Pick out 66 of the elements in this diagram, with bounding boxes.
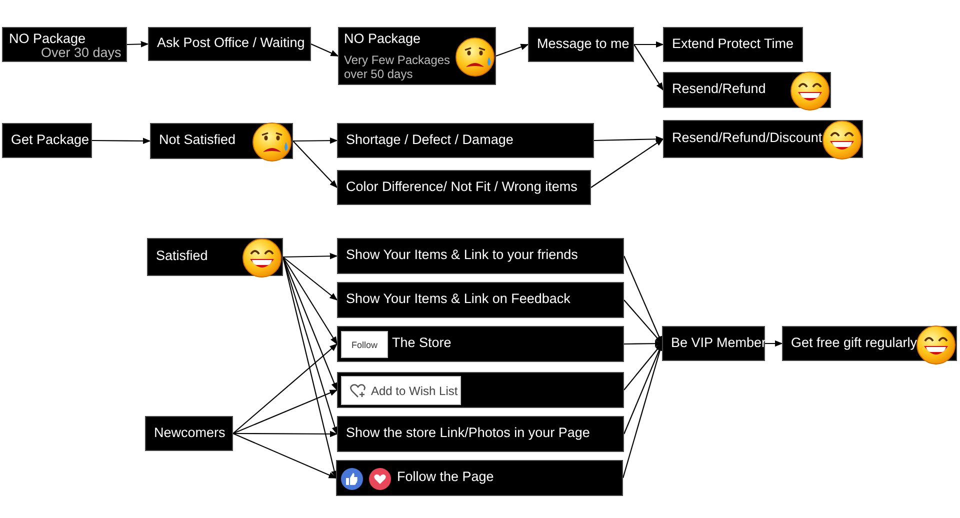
arrow xyxy=(92,138,151,144)
process-box xyxy=(2,27,127,62)
process-box xyxy=(663,72,831,108)
arrow xyxy=(282,256,338,345)
wish-list-button: Add to Wish List xyxy=(341,376,461,405)
arrow xyxy=(282,256,338,391)
arrow xyxy=(624,340,663,347)
box-text: Extend Protect Time xyxy=(672,36,794,52)
arrow xyxy=(283,252,338,260)
process-box xyxy=(337,416,624,452)
process-box xyxy=(145,416,233,451)
process-box xyxy=(336,460,623,496)
process-box xyxy=(337,282,624,318)
process-box xyxy=(662,326,765,361)
arrow xyxy=(594,136,664,142)
process-box xyxy=(147,238,283,276)
arrow xyxy=(293,137,338,144)
process-box xyxy=(337,326,624,362)
box-text: NO Package xyxy=(9,31,86,47)
arrow xyxy=(624,300,663,344)
box-subtext: Over 30 days xyxy=(41,45,122,61)
process-box xyxy=(663,27,803,62)
arrow xyxy=(634,41,664,48)
arrow xyxy=(126,40,149,48)
box-text: Message to me xyxy=(537,36,630,52)
process-box xyxy=(337,123,594,158)
process-box xyxy=(337,372,624,408)
arrow xyxy=(282,256,338,300)
arrow xyxy=(624,342,662,390)
box-text: Resend/Refund xyxy=(672,81,766,98)
process-box xyxy=(337,170,591,205)
arrow xyxy=(496,44,529,57)
box-text: Be VIP Member xyxy=(671,334,766,351)
box-text: Color Difference/ Not Fit / Wrong items xyxy=(346,178,578,195)
box-text: Get Package xyxy=(11,132,90,148)
arrow xyxy=(292,140,338,188)
process-box xyxy=(148,27,311,61)
arrow xyxy=(232,343,338,434)
box-text: Not Satisfied xyxy=(159,132,236,148)
box-text: Show Your Items & Link on Feedback xyxy=(346,291,570,308)
box-text: Satisfied xyxy=(156,248,208,264)
box-text: NO Package xyxy=(344,31,421,47)
arrow xyxy=(765,340,783,347)
box-text: Shortage / Defect / Damage xyxy=(346,132,514,148)
box-text: Ask Post Office / Waiting xyxy=(157,35,305,52)
box-text: Follow the Page xyxy=(397,469,494,486)
arrow xyxy=(310,44,339,56)
process-box xyxy=(337,238,624,274)
box-text: Resend/Refund/Discount xyxy=(672,130,822,146)
arrow xyxy=(232,390,338,434)
arrow xyxy=(590,138,664,188)
process-box xyxy=(663,120,863,158)
box-text: Newcomers xyxy=(154,424,226,441)
follow-button: Follow xyxy=(341,331,388,358)
process-box xyxy=(150,123,293,159)
process-box xyxy=(2,123,92,158)
box-subtext: Very Few Packages over 50 days xyxy=(344,53,452,81)
box-text: Show the store Link/Photos in your Page xyxy=(346,425,590,442)
process-box xyxy=(338,27,496,85)
box-text: The Store xyxy=(392,335,452,352)
arrow xyxy=(232,433,337,478)
process-box xyxy=(528,27,634,62)
box-text: Get free gift regularly xyxy=(791,334,918,351)
arrow xyxy=(634,44,664,91)
box-text: Show Your Items & Link to your friends xyxy=(346,247,578,264)
arrow xyxy=(233,430,338,438)
